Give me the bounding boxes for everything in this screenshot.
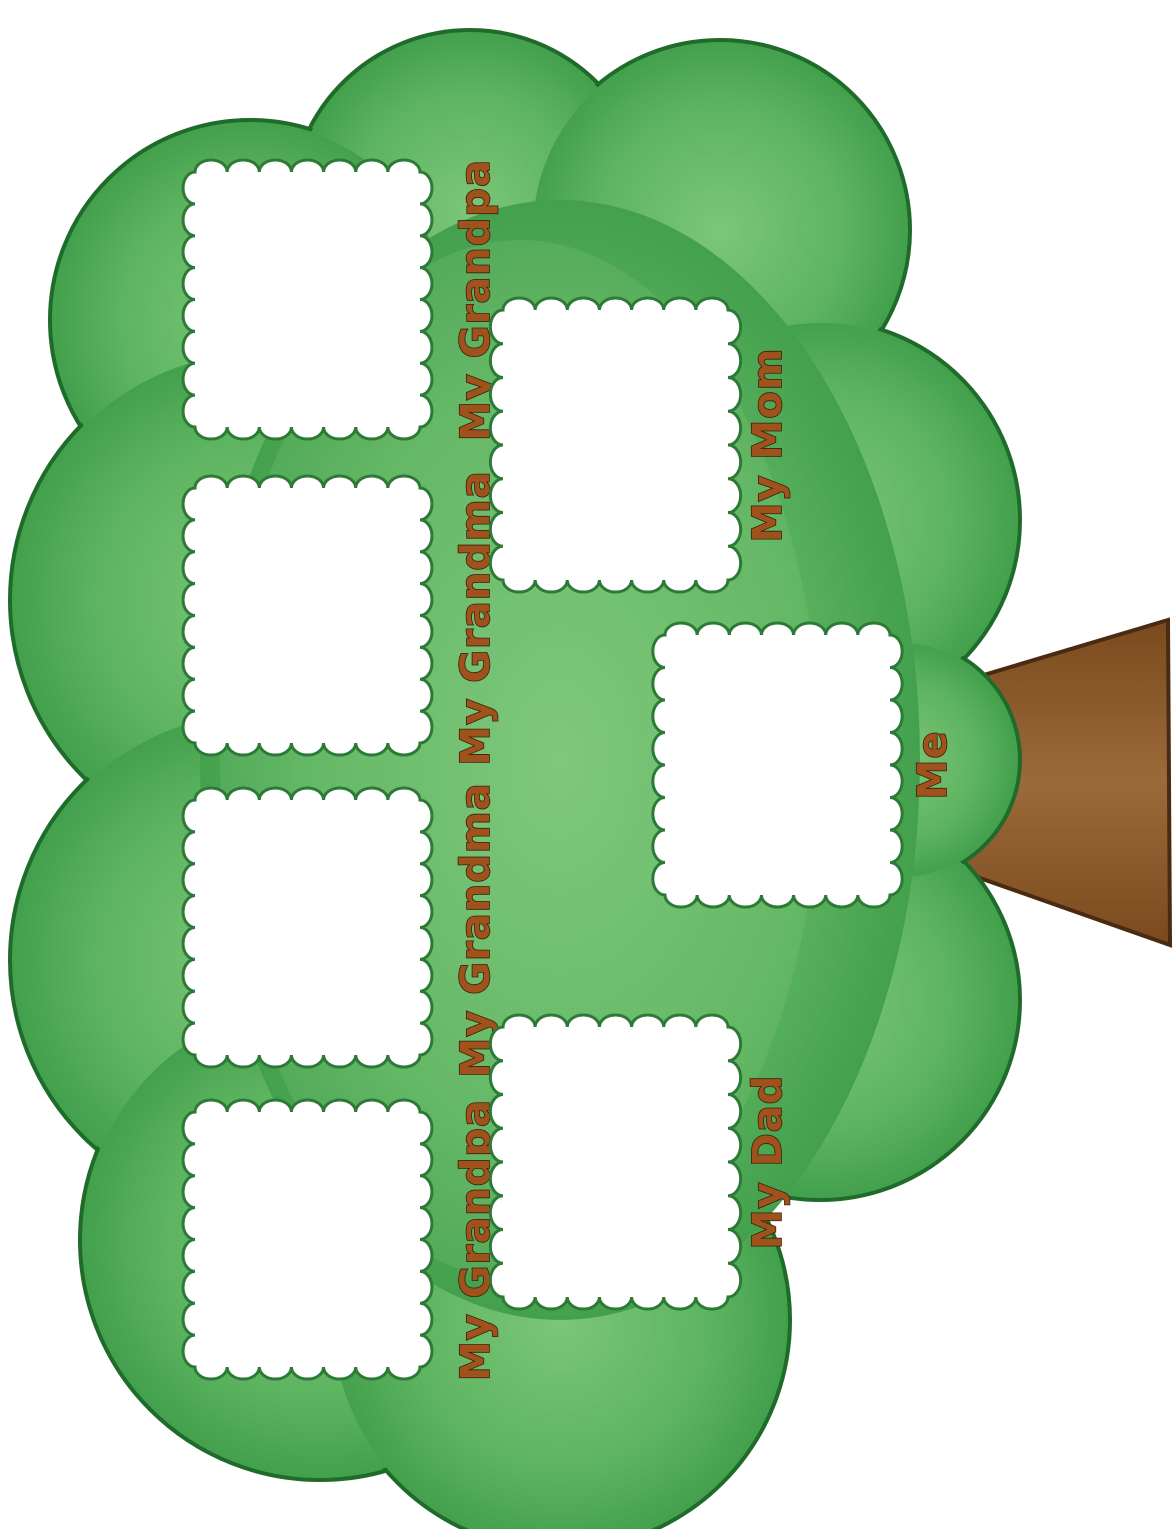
frame-label-mom: My Mom: [745, 348, 791, 543]
photo-frame-box: [183, 160, 432, 439]
frame-label-dad: My Dad: [745, 1075, 791, 1250]
photo-frame-box: [653, 623, 902, 907]
photo-frame-box: [183, 476, 432, 755]
photo-frame-box: [490, 298, 740, 592]
photo-frame-box: [183, 1100, 432, 1379]
photo-frame-box: [183, 788, 432, 1067]
frame-label-grandma-upper: My Grandma: [453, 470, 499, 765]
photo-frame-box: [490, 1015, 740, 1309]
frame-label-me: Me: [910, 731, 956, 800]
